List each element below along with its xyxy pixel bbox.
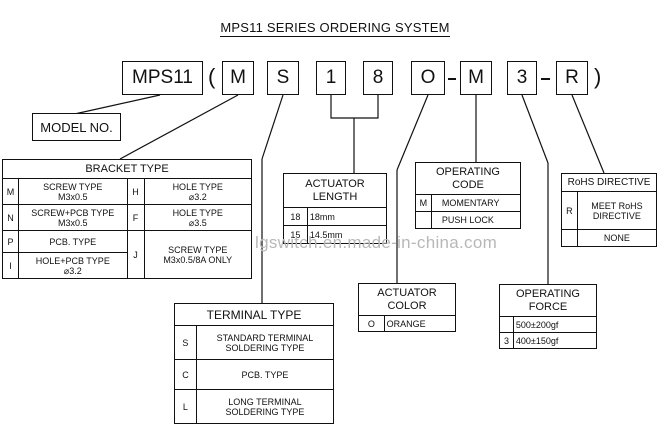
force-desc: 400±150gf — [512, 332, 598, 349]
length-code: 15 — [283, 225, 308, 244]
bracket-code: P — [2, 230, 19, 253]
code-segment-color: O — [411, 61, 445, 95]
code-segment-rohs: R — [556, 61, 588, 95]
operating-code-code — [415, 211, 432, 229]
bracket-code: I — [2, 252, 19, 279]
rohs-code: R — [561, 191, 578, 230]
bracket-code: M — [2, 178, 19, 205]
bracket-code: H — [126, 178, 145, 205]
bracket-code: J — [126, 230, 145, 279]
bracket-code: N — [2, 204, 19, 231]
color-code: O — [358, 315, 385, 332]
force-code — [499, 316, 514, 333]
code-segment-bracket: M — [222, 61, 254, 95]
operating-code-code: M — [415, 194, 432, 212]
terminal-desc: PCB. TYPE — [195, 359, 335, 390]
rohs-header: RoHS DIRECTIVE — [561, 173, 657, 192]
operating-code-desc: MOMENTARY — [430, 194, 522, 212]
terminal-type-header: TERMINAL TYPE — [174, 303, 334, 326]
code-segment-force: 3 — [507, 61, 537, 95]
force-code: 3 — [499, 332, 514, 349]
bracket-desc: HOLE+PCB TYPE⌀3.2 — [17, 252, 128, 279]
color-desc: ORANGE — [383, 315, 457, 332]
code-segment-operating-code: M — [460, 61, 492, 95]
code-segment-length-1: 1 — [316, 61, 346, 95]
code-dash — [448, 78, 456, 80]
bracket-desc: HOLE TYPE⌀3.5 — [143, 204, 252, 231]
terminal-code: S — [174, 325, 197, 360]
code-segment-length-2: 8 — [363, 61, 393, 95]
force-desc: 500±200gf — [512, 316, 598, 333]
code-segment-terminal: S — [267, 61, 299, 95]
terminal-code: C — [174, 359, 197, 390]
model-no-box: MODEL NO. — [32, 113, 121, 141]
bracket-desc: PCB. TYPE — [17, 230, 128, 253]
code-prefix-box: MPS11 — [122, 61, 203, 95]
length-code: 18 — [283, 207, 308, 226]
operating-code-desc: PUSH LOCK — [430, 211, 522, 229]
close-paren: ) — [594, 64, 602, 89]
open-paren: ( — [208, 64, 216, 89]
rohs-code — [561, 229, 578, 247]
length-desc: 18mm — [306, 207, 388, 226]
length-desc: 14.5mm — [306, 225, 388, 244]
code-dash — [541, 78, 550, 80]
diagram-title: MPS11 SERIES ORDERING SYSTEM — [220, 20, 450, 37]
bracket-type-header: BRACKET TYPE — [2, 159, 252, 179]
bracket-desc: HOLE TYPE⌀3.2 — [143, 178, 252, 205]
rohs-desc: NONE — [576, 229, 658, 247]
watermark-text: lgswitch.en.made-in-china.com — [255, 233, 498, 252]
terminal-code: L — [174, 389, 197, 424]
bracket-code: F — [126, 204, 145, 231]
